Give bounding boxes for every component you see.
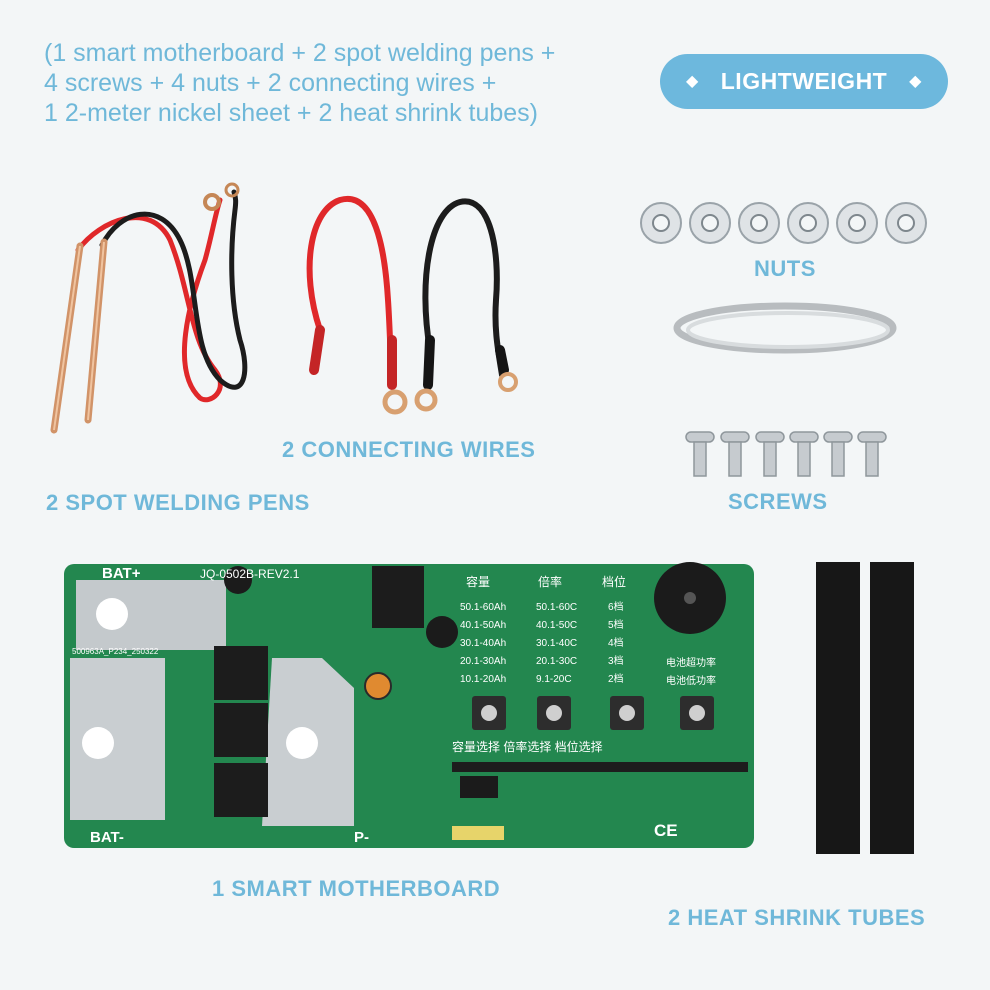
board-cap-5: 10.1-20Ah <box>460 674 506 685</box>
headline-line-2: 4 screws + 4 nuts + 2 connecting wires + <box>44 69 497 97</box>
nickel-sheet-image <box>673 302 897 354</box>
board-ce-mark: CE <box>654 821 678 840</box>
board-p-minus: P- <box>354 829 369 846</box>
board-gear-2: 5档 <box>608 618 624 631</box>
board-rate-1: 50.1-60C <box>536 602 577 613</box>
headline-line-3: 1 2-meter nickel sheet + 2 heat shrink t… <box>44 99 539 127</box>
board-col-gear: 档位 <box>602 574 626 589</box>
board-cap-4: 20.1-30Ah <box>460 656 506 667</box>
lightweight-label: LIGHTWEIGHT <box>720 68 888 94</box>
screws-label: SCREWS <box>728 489 828 514</box>
board-rate-4: 20.1-30C <box>536 656 577 667</box>
board-cap-3: 30.1-40Ah <box>460 638 506 649</box>
board-gear-4: 3档 <box>608 654 624 667</box>
board-gear-3: 4档 <box>608 636 624 649</box>
board-rate-2: 40.1-50C <box>536 620 577 631</box>
smart-motherboard-image: BAT+ BAT- P- JQ-0502B-REV2.1 500963A_P23… <box>64 562 754 848</box>
nuts-image <box>640 202 927 244</box>
board-status-1: 电池超功率 <box>666 656 716 669</box>
heat-shrink-tube-1 <box>816 562 860 854</box>
board-gear-5: 2档 <box>608 672 624 685</box>
board-model: JQ-0502B-REV2.1 <box>200 567 300 581</box>
board-rate-3: 30.1-40C <box>536 638 577 649</box>
board-rate-5: 9.1-20C <box>536 674 572 685</box>
lightweight-badge: ◆ LIGHTWEIGHT ◆ <box>660 54 948 109</box>
nuts-label: NUTS <box>754 256 816 281</box>
heat-shrink-tubes-label: 2 HEAT SHRINK TUBES <box>668 905 926 930</box>
board-bat-plus: BAT+ <box>102 565 141 582</box>
board-gear-1: 6档 <box>608 600 624 613</box>
diamond-icon: ◆ <box>686 72 699 90</box>
spot-welding-pens-label: 2 SPOT WELDING PENS <box>46 490 310 515</box>
connecting-wires-image <box>306 195 518 415</box>
smart-motherboard-label: 1 SMART MOTHERBOARD <box>212 876 501 901</box>
headline-line-1: (1 smart motherboard + 2 spot welding pe… <box>44 39 556 67</box>
board-bat-minus: BAT- <box>90 829 124 846</box>
board-cap-2: 40.1-50Ah <box>460 620 506 631</box>
connecting-wires-label: 2 CONNECTING WIRES <box>282 437 536 462</box>
board-bottom-text: 容量选择 倍率选择 档位选择 <box>452 739 603 754</box>
package-contents-text: (1 smart motherboard + 2 spot welding pe… <box>44 38 654 128</box>
board-col-capacity: 容量 <box>466 574 490 589</box>
board-cap-1: 50.1-60Ah <box>460 602 506 613</box>
heat-shrink-tube-2 <box>870 562 914 854</box>
board-col-rate: 倍率 <box>538 574 562 589</box>
board-serial: 500963A_P234_250322 <box>72 647 159 656</box>
board-status-2: 电池低功率 <box>666 674 716 687</box>
spot-welding-pens-image <box>50 182 248 434</box>
diamond-icon: ◆ <box>909 72 922 90</box>
screws-image <box>685 431 887 477</box>
